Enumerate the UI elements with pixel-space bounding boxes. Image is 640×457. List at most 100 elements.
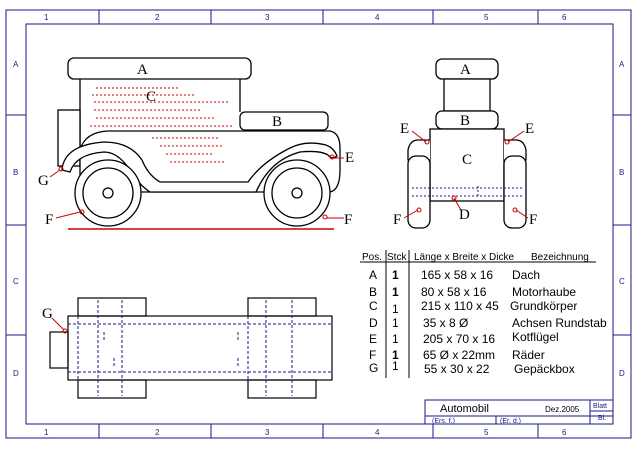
- drawing-frame: [5, 9, 632, 439]
- roof-part-a: [67, 57, 252, 80]
- table-row-qty: 1: [392, 332, 399, 346]
- column-label: 3: [265, 13, 270, 22]
- front-label-e-right: E: [525, 121, 534, 137]
- column-label: 5: [484, 13, 489, 22]
- side-label-f-left: F: [45, 212, 53, 228]
- front-view: [407, 58, 527, 229]
- table-header-qty: Stck: [387, 252, 407, 263]
- front-label-d: D: [459, 207, 470, 223]
- table-row-qty: 1: [392, 285, 399, 299]
- title-block-replaces: (Er. d.): [500, 418, 521, 425]
- front-fender-left: [407, 139, 430, 161]
- side-label-c: C: [146, 89, 156, 105]
- front-body-c: [429, 128, 505, 202]
- table-row-name: Achsen Rundstab: [512, 316, 607, 330]
- row-label: D: [13, 369, 19, 378]
- column-label: 4: [375, 428, 380, 437]
- title-block-sheet-label: Blatt: [593, 403, 607, 410]
- table-row-pos: G: [369, 361, 378, 375]
- table-row-pos: A: [369, 268, 377, 282]
- row-label: A: [13, 60, 19, 69]
- side-label-e: E: [345, 150, 354, 166]
- column-label: 3: [265, 428, 270, 437]
- row-label: A: [619, 60, 625, 69]
- top-view-leader: [51, 317, 68, 334]
- table-row-name: Dach: [512, 268, 540, 282]
- row-label: B: [13, 168, 18, 177]
- front-view-axle: [412, 186, 522, 198]
- row-label: D: [619, 369, 625, 378]
- table-row-dims: 80 x 58 x 16: [421, 285, 487, 299]
- column-label: 1: [44, 13, 49, 22]
- side-label-a: A: [137, 62, 148, 78]
- front-label-b: B: [460, 113, 470, 129]
- table-row-qty: 1: [392, 268, 399, 282]
- table-row-dims: 65 Ø x 22mm: [423, 348, 495, 362]
- column-label: 6: [562, 428, 567, 437]
- front-label-c: C: [462, 152, 472, 168]
- table-row-name: Räder: [512, 348, 545, 362]
- front-label-f-right: F: [529, 212, 537, 228]
- front-cabin: [443, 78, 491, 112]
- front-label-f-left: F: [393, 212, 401, 228]
- front-wheel-right: [503, 155, 527, 229]
- top-view: [49, 297, 333, 399]
- title-block-title: Automobil: [440, 403, 489, 415]
- table-row-qty: 1: [392, 302, 399, 316]
- table-row-dims: 35 x 8 Ø: [423, 316, 468, 330]
- table-row-pos: F: [369, 348, 376, 362]
- front-label-a: A: [460, 62, 471, 78]
- title-block: [424, 399, 614, 425]
- table-header-pos: Pos.: [362, 252, 382, 263]
- table-row-qty: 1: [392, 316, 399, 330]
- column-label: 4: [375, 13, 380, 22]
- table-row-name: Gepäckbox: [514, 362, 575, 376]
- title-block-date: Dez.2005: [545, 405, 580, 414]
- side-label-b: B: [272, 114, 282, 130]
- row-label: B: [619, 168, 624, 177]
- column-labels-bottom: 1 2 3 4 5 6: [44, 428, 567, 437]
- top-label-g: G: [42, 306, 53, 322]
- row-labels-left: A B C D: [13, 60, 19, 378]
- column-label: 2: [155, 13, 160, 22]
- table-row-dims: 55 x 30 x 22: [424, 362, 490, 376]
- column-label: 1: [44, 428, 49, 437]
- side-label-g: G: [38, 173, 49, 189]
- column-label: 5: [484, 428, 489, 437]
- table-row-name: Kotflügel: [512, 330, 559, 344]
- front-wheel-left: [407, 155, 431, 229]
- table-header-dims: Länge x Breite x Dicke: [414, 252, 514, 263]
- table-row-dims: 165 x 58 x 16: [421, 268, 493, 282]
- parts-table: Pos. Stck Länge x Breite x Dicke Bezeich…: [360, 250, 607, 378]
- table-row-qty: 1: [392, 348, 399, 362]
- table-row-pos: E: [369, 332, 377, 346]
- table-row-pos: B: [369, 285, 377, 299]
- top-luggage-box: [49, 331, 69, 369]
- row-label: C: [13, 277, 19, 286]
- table-row-dims: 205 x 70 x 16: [423, 332, 495, 346]
- table-row-pos: D: [369, 316, 378, 330]
- row-labels-right: A B C D: [619, 60, 625, 378]
- column-label: 2: [155, 428, 160, 437]
- front-wheel-f: [263, 159, 331, 227]
- front-view-leaders: [403, 130, 529, 219]
- front-label-e-left: E: [400, 121, 409, 137]
- side-view-window-hatching: [90, 87, 232, 163]
- hood-part-b: [239, 111, 329, 131]
- column-labels-top: 1 2 3 4 5 6: [44, 13, 567, 22]
- table-header-name: Bezeichnung: [531, 252, 589, 263]
- column-label: 6: [562, 13, 567, 22]
- table-row-dims: 215 x 110 x 45: [421, 299, 499, 313]
- rear-wheel-f: [74, 159, 142, 227]
- title-block-replaced-by: (Ers. f.): [432, 418, 455, 425]
- side-label-f-right: F: [344, 212, 352, 228]
- table-row-qty: 1: [392, 359, 399, 373]
- side-view-leaders: [49, 154, 344, 220]
- row-label: C: [619, 277, 625, 286]
- front-fender-right: [504, 139, 527, 161]
- table-row-name: Motorhaube: [512, 285, 576, 299]
- top-view-hidden-lines: [68, 300, 332, 396]
- table-row-name: Grundkörper: [510, 299, 577, 313]
- title-block-sheet-value: Bl.: [598, 415, 606, 422]
